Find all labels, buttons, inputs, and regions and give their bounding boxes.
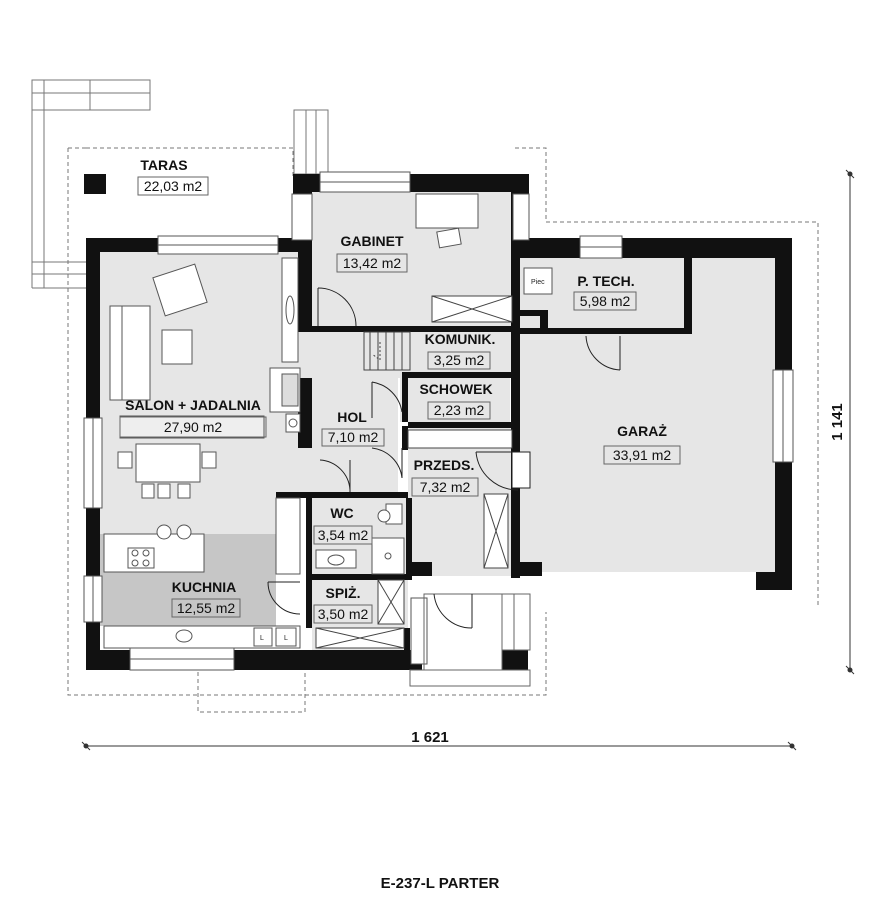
windows (83, 171, 794, 671)
room-area-taras: 22,03 m2 (144, 178, 203, 194)
appliance-label-2: L (284, 635, 288, 642)
room-name-kuchnia: KUCHNIA (172, 579, 237, 595)
room-area-gabinet: 13,42 m2 (343, 255, 402, 271)
staircase (363, 331, 411, 371)
doors (267, 287, 621, 629)
room-area-kuchnia: 12,55 m2 (177, 600, 236, 616)
room-area-salon: 27,90 m2 (164, 419, 223, 435)
room-name-przeds: PRZEDS. (414, 457, 475, 473)
room-name-hol: HOL (337, 409, 367, 425)
plan-title: E-237-L PARTER (381, 875, 500, 892)
terrace-outline (67, 147, 819, 713)
room-name-p-tech: P. TECH. (577, 273, 634, 289)
room-area-garaz: 33,91 m2 (613, 447, 672, 463)
furniture (103, 193, 553, 649)
room-area-spiz: 3,50 m2 (318, 606, 369, 622)
room-name-salon: SALON + JADALNIA (125, 397, 261, 413)
entrance-porch (409, 593, 531, 687)
room-name-wc: WC (330, 505, 353, 521)
room-name-taras: TARAS (140, 157, 187, 173)
room-name-garaz: GARAŻ (617, 423, 667, 439)
room-name-gabinet: GABINET (341, 233, 404, 249)
appliance-label-1: L (260, 635, 264, 642)
pergola (31, 79, 329, 289)
room-name-komunik: KOMUNIK. (425, 331, 496, 347)
room-name-spiz: SPIŻ. (325, 585, 360, 601)
dimension-width: 1 621 (411, 729, 449, 746)
room-area-schowek: 2,23 m2 (434, 402, 485, 418)
dimension-lines (81, 169, 855, 751)
room-area-komunik: 3,25 m2 (434, 352, 485, 368)
dimension-height: 1 141 (829, 403, 846, 441)
terrace-post (84, 174, 106, 194)
area-boxes (119, 176, 681, 624)
room-area-wc: 3,54 m2 (318, 527, 369, 543)
room-area-hol: 7,10 m2 (328, 429, 379, 445)
room-name-schowek: SCHOWEK (419, 381, 492, 397)
boiler-label: Piec (531, 279, 545, 286)
wardrobes (315, 295, 513, 649)
room-area-przeds: 7,32 m2 (420, 479, 471, 495)
room-area-p-tech: 5,98 m2 (580, 293, 631, 309)
